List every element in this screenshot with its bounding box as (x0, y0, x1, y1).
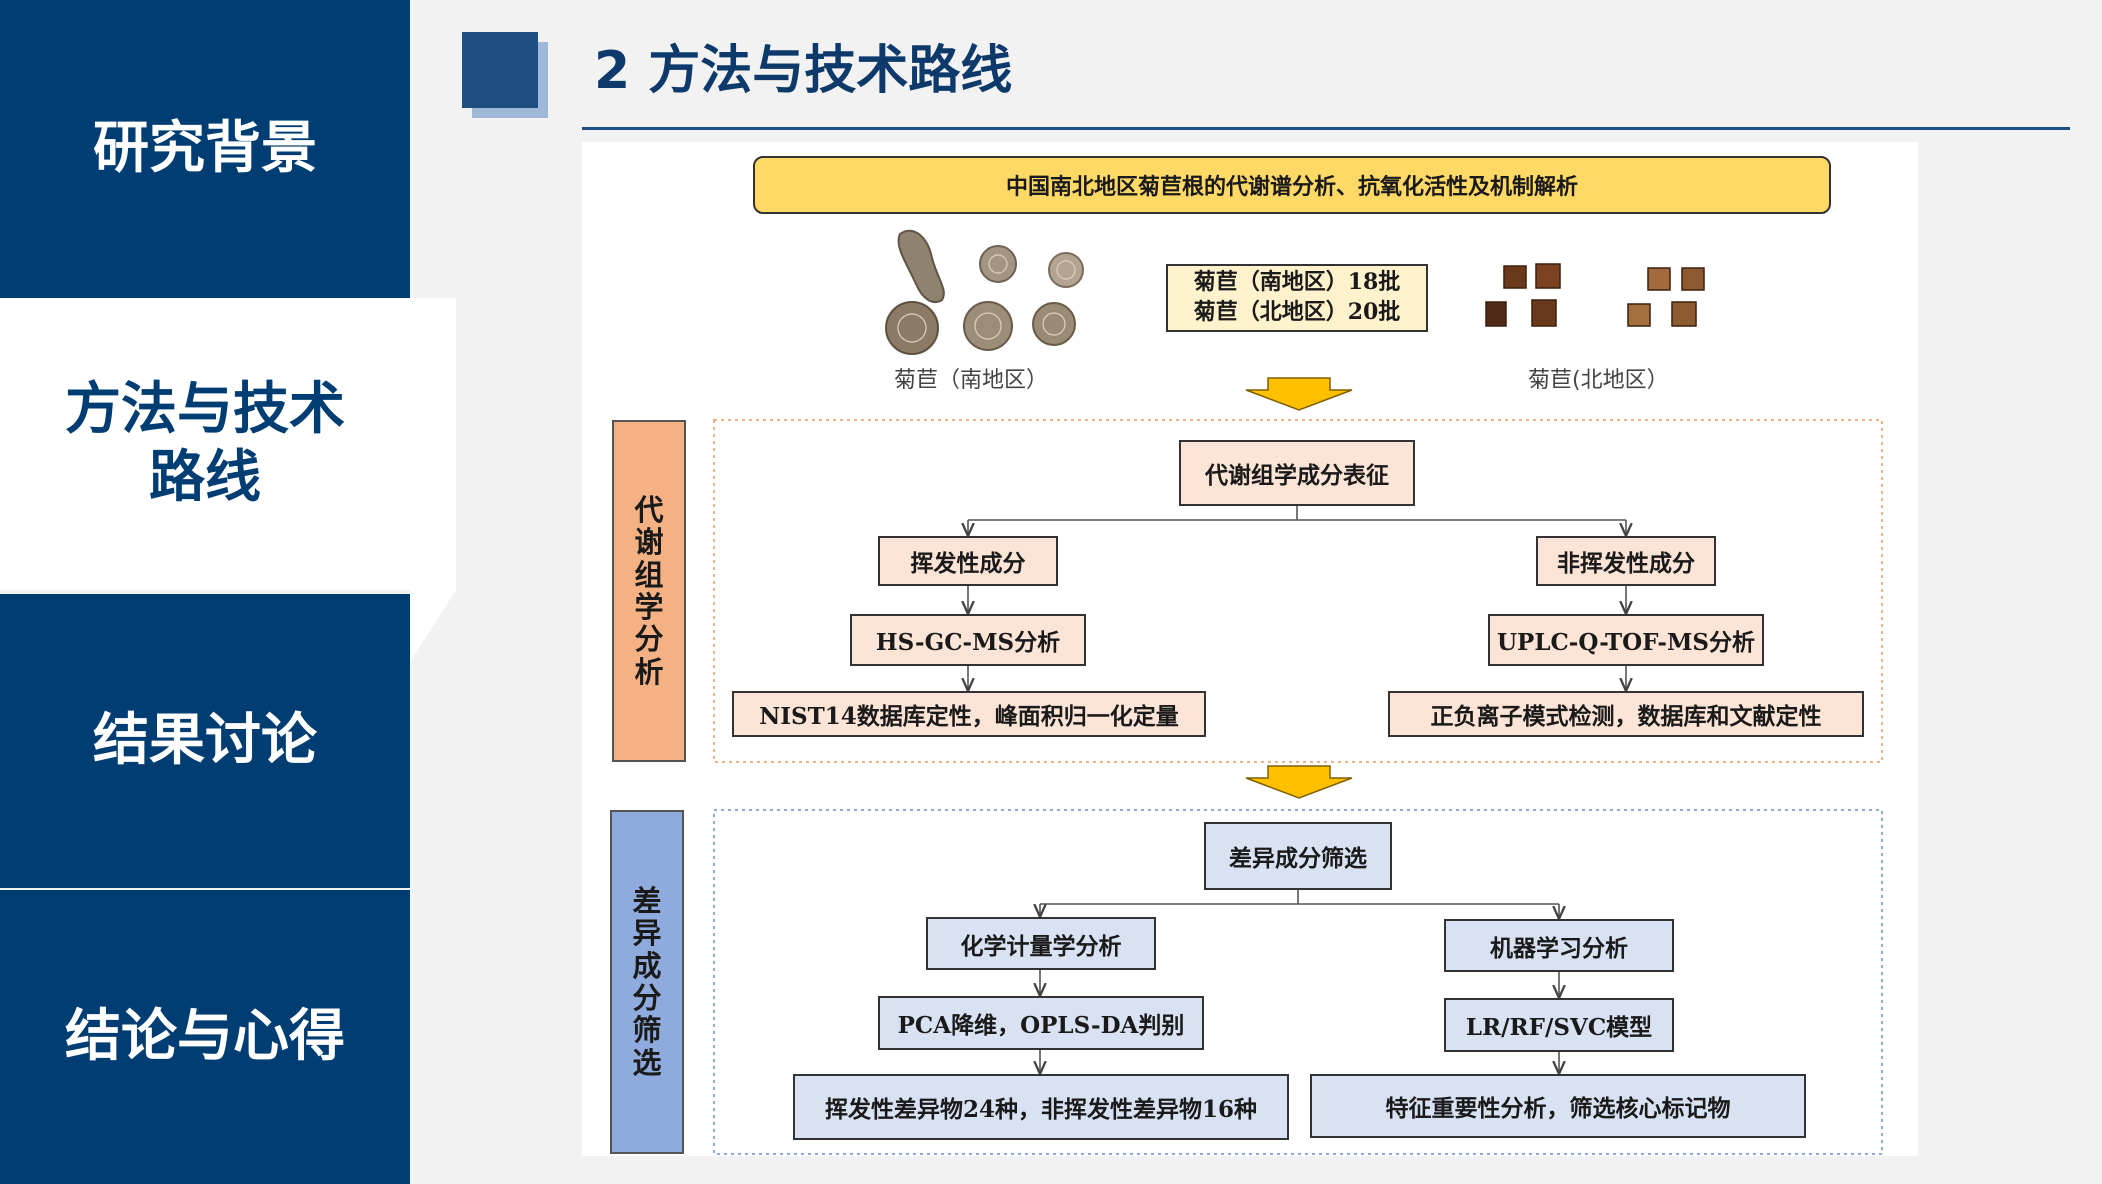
feature-importance-box: 特征重要性分析，筛选核心标记物 (1310, 1074, 1806, 1138)
north-sample-caption: 菊苣(北地区） (1528, 368, 1669, 393)
sidebar: 研究背景 方法与技术路线 结果讨论 结论与心得 (0, 0, 456, 1184)
method-flowchart: 中国南北地区菊苣根的代谢谱分析、抗氧化活性及机制解析 菊苣（南地区）18批 菊苣… (582, 142, 1918, 1156)
uplc-box: UPLC-Q-TOF-MS分析 (1488, 614, 1764, 666)
section1-frame (713, 419, 1883, 763)
diff-count-box: 挥发性差异物24种，非挥发性差异物16种 (793, 1074, 1289, 1140)
diff-screen-root-box: 差异成分筛选 (1204, 822, 1392, 890)
flow-arrow-1 (1245, 377, 1353, 411)
section1-label: 代 谢 组 学 分 析 (612, 420, 686, 762)
section-label-text: 差 异 成 分 筛 选 (632, 883, 662, 1080)
ion-mode-box: 正负离子模式检测，数据库和文献定性 (1388, 691, 1864, 737)
south-root-samples (885, 229, 1084, 355)
section2-label: 差 异 成 分 筛 选 (610, 810, 684, 1154)
chemometrics-box: 化学计量学分析 (926, 917, 1156, 970)
batch-info-box: 菊苣（南地区）18批 菊苣（北地区）20批 (1166, 264, 1428, 332)
sidebar-item-conclusion[interactable]: 结论与心得 (0, 890, 410, 1184)
title-divider (582, 127, 2070, 130)
nonvolatile-box: 非挥发性成分 (1536, 536, 1716, 586)
flow-arrow-2 (1245, 765, 1353, 799)
north-root-samples (1485, 263, 1705, 327)
sidebar-item-results[interactable]: 结果讨论 (0, 594, 410, 888)
sidebar-item-label: 研究背景 (93, 116, 317, 182)
sidebar-item-label: 方法与技术路线 (65, 376, 345, 510)
title-square-icon (462, 32, 538, 108)
nist14-box: NIST14数据库定性，峰面积归一化定量 (732, 691, 1206, 737)
pca-box: PCA降维，OPLS-DA判别 (878, 996, 1204, 1050)
sidebar-item-methods[interactable]: 方法与技术路线 (0, 298, 456, 590)
sidebar-item-background[interactable]: 研究背景 (0, 0, 410, 298)
batch-line-south: 菊苣（南地区）18批 (1193, 269, 1401, 296)
sidebar-item-label: 结果讨论 (93, 708, 317, 774)
page-title: 2 方法与技术路线 (594, 41, 1013, 101)
sidebar-item-label: 结论与心得 (65, 1004, 345, 1070)
hs-gc-ms-box: HS-GC-MS分析 (850, 614, 1086, 666)
model-box: LR/RF/SVC模型 (1444, 998, 1674, 1052)
diagram-title-banner: 中国南北地区菊苣根的代谢谱分析、抗氧化活性及机制解析 (753, 156, 1831, 214)
active-tab-notch (410, 590, 456, 662)
flowchart-connectors (713, 229, 1883, 1155)
ml-box: 机器学习分析 (1444, 919, 1674, 972)
batch-line-north: 菊苣（北地区）20批 (1193, 299, 1401, 325)
section2-frame (713, 809, 1883, 1155)
metabolomics-root-box: 代谢组学成分表征 (1179, 440, 1415, 506)
south-sample-caption: 菊苣（南地区） (894, 368, 1049, 393)
volatile-box: 挥发性成分 (878, 536, 1058, 586)
section-label-text: 代 谢 组 学 分 析 (634, 492, 664, 689)
